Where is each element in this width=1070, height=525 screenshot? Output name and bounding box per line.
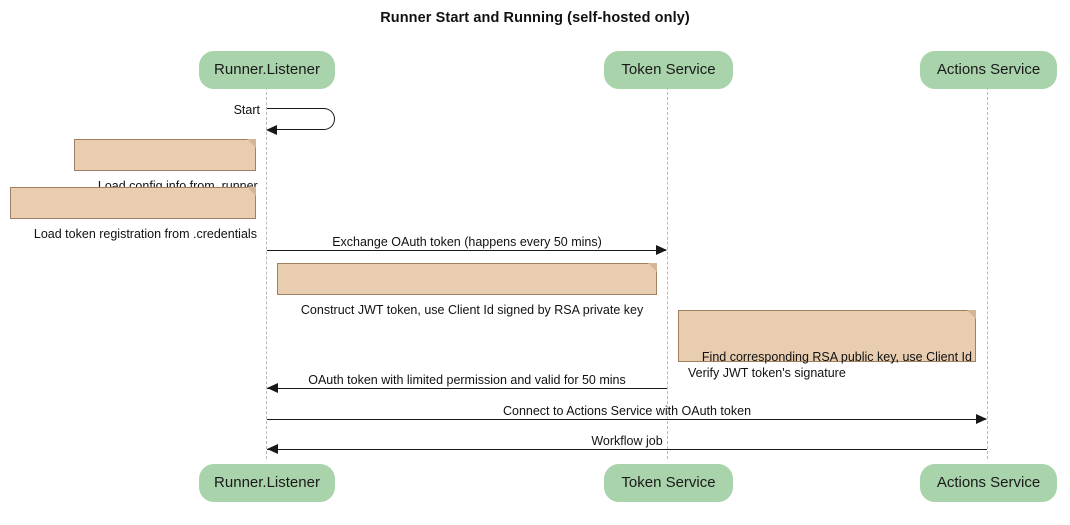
note-construct-jwt-text: Construct JWT token, use Client Id signe…	[300, 303, 644, 317]
note-fold-corner-icon	[648, 263, 657, 272]
message-label-workflow-job: Workflow job	[591, 434, 663, 448]
note-load-config: Load config info from .runner	[74, 139, 258, 193]
participant-runner-top[interactable]: Runner.Listener	[199, 51, 335, 89]
participant-token-bottom[interactable]: Token Service	[604, 464, 733, 502]
message-arrowhead-oauth-reply	[267, 383, 278, 393]
note-verify-jwt-text: Find corresponding RSA public key, use C…	[688, 350, 972, 380]
message-arrowhead-exchange-oauth	[656, 245, 667, 255]
participant-runner-top-label: Runner.Listener	[214, 61, 320, 78]
message-arrowhead-connect-actions	[976, 414, 987, 424]
note-fold-corner-icon	[247, 139, 256, 148]
message-start-self-loop[interactable]	[266, 108, 335, 135]
message-arrowhead-workflow-job	[267, 444, 278, 454]
message-line-workflow-job[interactable]	[267, 449, 987, 450]
participant-actions-top[interactable]: Actions Service	[920, 51, 1057, 89]
message-line-exchange-oauth[interactable]	[267, 250, 666, 251]
message-label-exchange-oauth: Exchange OAuth token (happens every 50 m…	[332, 235, 602, 249]
note-load-token-registration: Load token registration from .credential…	[10, 187, 257, 241]
self-loop-top-segment	[267, 108, 323, 109]
message-label-oauth-reply: OAuth token with limited permission and …	[308, 373, 626, 387]
note-verify-jwt: Find corresponding RSA public key, use C…	[678, 310, 976, 380]
page-title: Runner Start and Running (self-hosted on…	[380, 10, 690, 26]
self-loop-curve	[323, 108, 335, 130]
participant-token-top-label: Token Service	[621, 61, 716, 78]
message-line-oauth-reply[interactable]	[267, 388, 667, 389]
note-load-token-registration-text: Load token registration from .credential…	[33, 227, 257, 241]
participant-runner-bottom-label: Runner.Listener	[214, 474, 320, 491]
participant-runner-bottom[interactable]: Runner.Listener	[199, 464, 335, 502]
message-line-connect-actions[interactable]	[267, 419, 986, 420]
participant-actions-top-label: Actions Service	[936, 61, 1041, 78]
participant-actions-bottom[interactable]: Actions Service	[920, 464, 1057, 502]
note-fold-corner-icon	[247, 187, 256, 196]
participant-token-top[interactable]: Token Service	[604, 51, 733, 89]
message-label-connect-actions: Connect to Actions Service with OAuth to…	[502, 404, 752, 418]
self-loop-bottom-segment	[277, 129, 323, 130]
lifeline-runner	[266, 87, 267, 459]
participant-token-bottom-label: Token Service	[621, 474, 716, 491]
message-label-start: Start	[233, 103, 260, 117]
lifeline-actions	[987, 87, 988, 459]
lifeline-token	[667, 87, 668, 459]
note-construct-jwt: Construct JWT token, use Client Id signe…	[277, 263, 657, 317]
participant-actions-bottom-label: Actions Service	[936, 474, 1041, 491]
self-loop-arrowhead	[266, 125, 277, 135]
note-fold-corner-icon	[967, 310, 976, 319]
